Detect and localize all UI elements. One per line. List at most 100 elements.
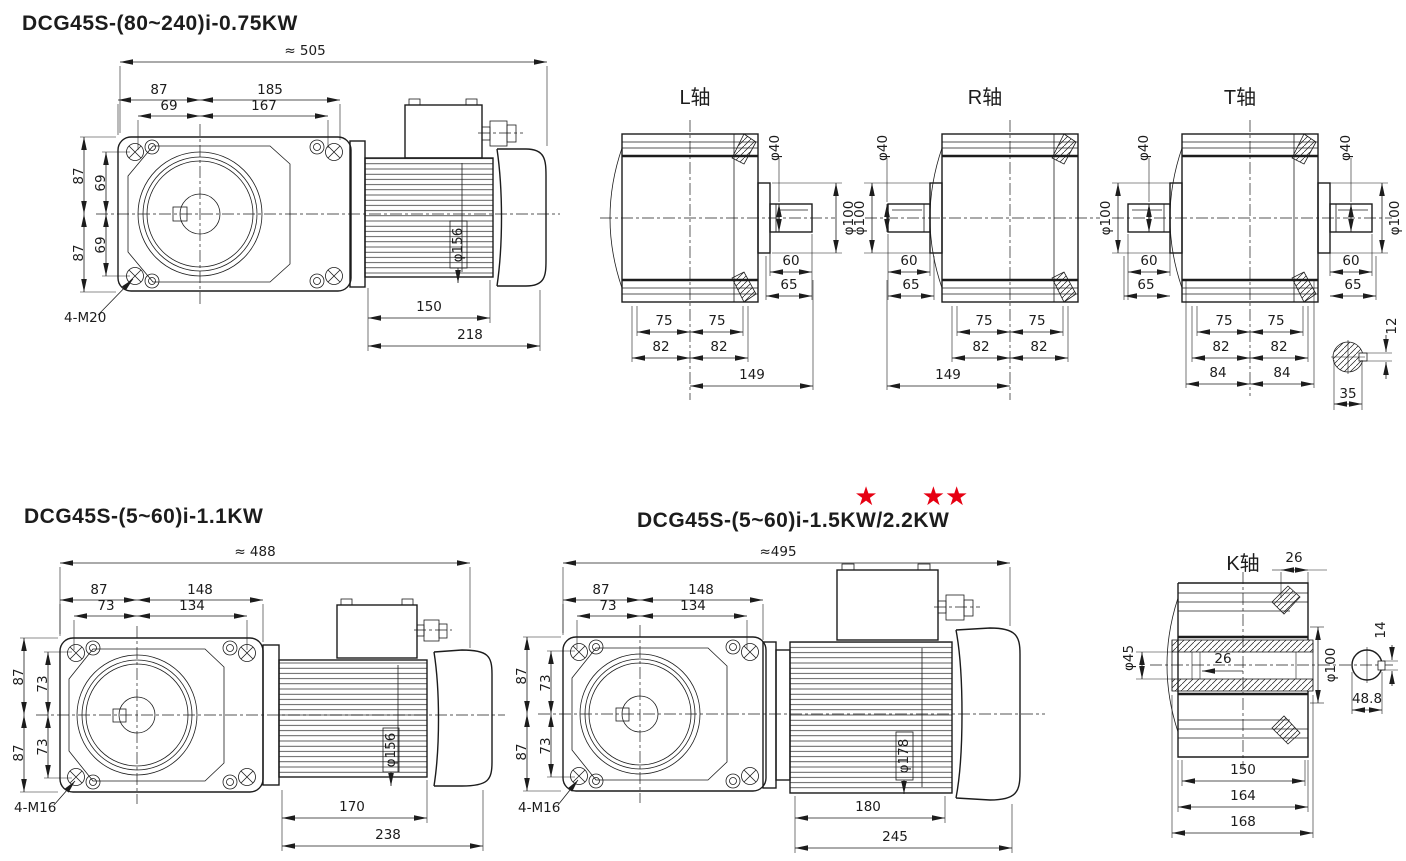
- dim-hub-dia-left: φ100: [1098, 201, 1114, 236]
- dim-shaft-dia: φ40: [767, 135, 783, 161]
- dim-top-inner-right: 167: [251, 98, 277, 114]
- dim-top-outer-right: 148: [187, 582, 213, 598]
- dim-side-outer-top: 87: [71, 167, 87, 184]
- dim-half-left: 75: [1215, 313, 1232, 329]
- motor-side-drawing: φ156: [262, 598, 493, 787]
- dim-motor-total: 218: [457, 327, 483, 343]
- dim-half-left: 75: [975, 313, 992, 329]
- dim-top-outer-right: 185: [257, 82, 283, 98]
- dim-shaft-len: 60: [782, 253, 799, 269]
- fan-cover: [955, 627, 1021, 801]
- dim-shaft-dia-left: φ40: [1136, 135, 1152, 161]
- dim-side-inner-bottom: 73: [538, 737, 554, 754]
- keyway-detail: [1351, 647, 1386, 683]
- dim-side-outer-bottom: 87: [71, 244, 87, 261]
- dim-bore-len: 26: [1214, 651, 1231, 667]
- dim-motor-len: 180: [855, 799, 881, 815]
- dim-shaft-dia-right: φ40: [1338, 135, 1354, 161]
- dim-top-inner-right: 134: [179, 598, 205, 614]
- dim-mid-len: 164: [1230, 788, 1256, 804]
- dim-rim-left: 82: [972, 339, 989, 355]
- dim-total-len: 168: [1230, 814, 1256, 830]
- dim-hub-dia: φ100: [841, 201, 857, 236]
- motor-side-drawing: φ156: [349, 98, 547, 288]
- axle-drawing: [1112, 120, 1392, 396]
- dim-key-width: 12: [1384, 317, 1400, 334]
- terminal-box: [836, 569, 939, 641]
- axle-drawing: [865, 120, 1100, 400]
- bolt-note: 4-M16: [518, 800, 560, 816]
- dim-side-outer-bottom: 87: [514, 743, 530, 760]
- dim-half-right: 75: [1267, 313, 1284, 329]
- dimensions: ≈495 87 148 73 134 87 87 73 73 4-M16 180: [514, 544, 1013, 853]
- dimensions: φ40 φ100 60 65 75 75 82 82 149: [631, 135, 857, 390]
- view-axle-k: K轴 26 φ45: [1121, 550, 1398, 838]
- dim-hub-offset: 26: [1285, 550, 1302, 566]
- dim-outer-left: 84: [1209, 365, 1226, 381]
- dim-shaft-len: 60: [900, 253, 917, 269]
- star-single: ★: [854, 482, 877, 512]
- dim-overall: ≈495: [759, 544, 796, 560]
- dim-bore-dia: φ45: [1121, 645, 1137, 671]
- dim-top-inner-left: 69: [160, 98, 177, 114]
- dim-top-inner-left: 73: [599, 598, 616, 614]
- dim-top-inner-left: 73: [97, 598, 114, 614]
- terminal-box: [336, 604, 418, 659]
- dim-motor-total: 238: [375, 827, 401, 843]
- dim-motor-len: 150: [416, 299, 442, 315]
- dim-hub-dia: φ100: [852, 201, 868, 236]
- view-title: DCG45S-(80~240)i-0.75KW: [22, 12, 298, 35]
- dim-outer-right: 84: [1273, 365, 1290, 381]
- view-title: R轴: [968, 86, 1002, 109]
- view-title: T轴: [1224, 86, 1256, 109]
- view-dcg45s-15kw-22kw: ★ ★★ DCG45S-(5~60)i-1.5KW/2.2KW φ178: [514, 482, 1045, 853]
- fan-cover: [433, 649, 493, 787]
- keyway-detail: [1331, 340, 1368, 374]
- dim-side-inner-bottom: 73: [35, 738, 51, 755]
- dim-key-flat: 48.8: [1352, 691, 1382, 707]
- dim-shaft-step: 65: [902, 277, 919, 293]
- star-double: ★★: [922, 482, 969, 512]
- dimensions: φ40 φ100 60 65 75 75 82 82 149: [852, 135, 1069, 390]
- terminal-box: [404, 104, 483, 159]
- axle-drawing: [1150, 572, 1395, 770]
- dim-top-inner-right: 134: [680, 598, 706, 614]
- dim-overall: ≈ 488: [234, 544, 275, 560]
- dimensions: ≈ 505 87 185 69 167 87 87 69 69 4-M20 15…: [64, 43, 548, 351]
- view-axle-t: T轴 φ40 φ40 φ100 φ100 60 6: [1098, 86, 1403, 410]
- dim-body-len: 150: [1230, 762, 1256, 778]
- dim-shaft-len-left: 60: [1140, 253, 1157, 269]
- dim-motor-total: 245: [882, 829, 908, 845]
- bolt-note: 4-M20: [64, 310, 106, 326]
- dimensions: φ40 φ40 φ100 φ100 60 65 60 65 75 75: [1098, 135, 1403, 410]
- view-axle-l: L轴 φ40 φ100 60 65 75 75 82 82 149: [600, 86, 857, 400]
- dim-top-outer-left: 87: [150, 82, 167, 98]
- dim-hub-dia: φ100: [1323, 648, 1339, 683]
- dim-key-width: 14: [1373, 621, 1389, 638]
- dimensions: 26 φ45 26 φ100 14 48.8 150 164 168: [1121, 550, 1398, 838]
- dim-motor-len: 170: [339, 799, 365, 815]
- dim-rim-right: 82: [710, 339, 727, 355]
- dim-rim-right: 82: [1030, 339, 1047, 355]
- dim-side-outer-bottom: 87: [11, 744, 27, 761]
- dim-shaft-step: 65: [780, 277, 797, 293]
- dim-key-flat: 35: [1339, 386, 1356, 402]
- view-axle-r: R轴 φ40 φ100 60 65 75 75 82 82: [852, 86, 1100, 400]
- dim-top-outer-left: 87: [90, 582, 107, 598]
- axle-drawing: [600, 120, 835, 400]
- dim-hub-dia-right: φ100: [1387, 201, 1403, 236]
- dim-top-outer-right: 148: [688, 582, 714, 598]
- view-title: DCG45S-(5~60)i-1.5KW/2.2KW: [637, 509, 949, 532]
- dim-side-inner-top: 69: [93, 174, 109, 191]
- dimensions: ≈ 488 87 148 73 134 87 87 73 73 4-M16 17…: [11, 544, 484, 851]
- dim-motor-dia: φ156: [383, 733, 399, 768]
- dim-shaft-len-right: 60: [1342, 253, 1359, 269]
- cable-gland: [478, 120, 523, 147]
- view-dcg45s-11kw: DCG45S-(5~60)i-1.1KW φ156 ≈ 488: [11, 505, 505, 851]
- dim-top-outer-left: 87: [592, 582, 609, 598]
- view-title: K轴: [1226, 552, 1259, 575]
- bolt-note: 4-M16: [14, 800, 56, 816]
- cable-gland: [934, 594, 980, 621]
